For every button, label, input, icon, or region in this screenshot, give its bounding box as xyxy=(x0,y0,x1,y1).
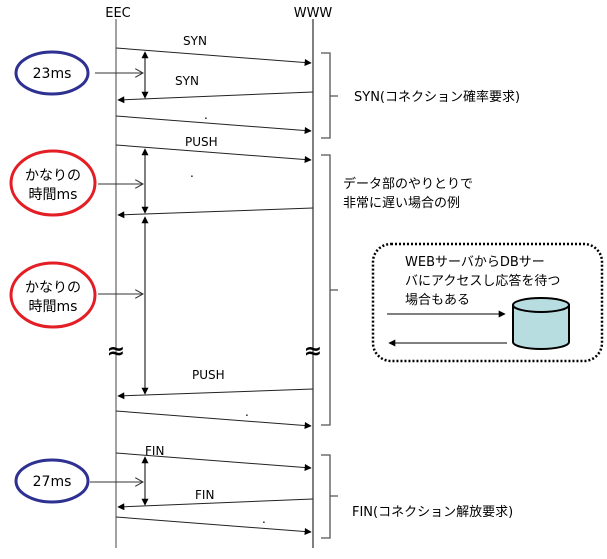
lifeline-label-www: WWW xyxy=(294,6,333,21)
callout-text: 23ms xyxy=(33,66,72,82)
db-note: WEBサーバからDBサー バにアクセスし応答を待つ 場合もある xyxy=(371,242,604,363)
database-icon xyxy=(512,297,570,350)
brace-label: SYN(コネクション確率要求) xyxy=(354,89,520,105)
brace-shape xyxy=(321,454,338,539)
callout-text: 時間ms xyxy=(29,187,78,203)
message-label: FIN xyxy=(145,444,164,458)
brace-fin: FIN(コネクション解放要求) xyxy=(321,454,513,539)
message-arrow xyxy=(117,388,314,400)
break-symbol-www: ≈ xyxy=(304,339,322,364)
messages: SYN SYN . PUSH . PUSH . FIN FIN . xyxy=(115,34,314,536)
message-arrow xyxy=(115,516,312,536)
callout-oval xyxy=(14,50,90,96)
brace-syn: SYN(コネクション確率要求) xyxy=(321,52,520,139)
callout-oval xyxy=(14,458,90,504)
brace-shape xyxy=(321,52,338,139)
message-label: . xyxy=(262,512,266,526)
message-label: . xyxy=(190,166,194,180)
message-arrow xyxy=(115,144,312,164)
message-arrow xyxy=(117,498,314,511)
callout-text: 27ms xyxy=(33,474,72,490)
message-label: . xyxy=(245,405,249,419)
message-label: SYN xyxy=(175,74,199,88)
message-label: FIN xyxy=(195,488,214,502)
message-label: PUSH xyxy=(185,135,218,149)
brace-label: データ部のやりとりで xyxy=(343,176,473,192)
message-label: PUSH xyxy=(192,368,225,382)
db-note-box xyxy=(371,242,604,363)
db-note-text: WEBサーバからDBサー xyxy=(405,255,545,270)
brace-label: 非常に遅い場合の例 xyxy=(343,196,460,211)
db-note-text: バにアクセスし応答を待つ xyxy=(405,273,560,289)
callout-text: かなりの xyxy=(25,168,81,184)
brace-shape xyxy=(321,154,338,426)
brace-data: データ部のやりとりで 非常に遅い場合の例 xyxy=(321,154,473,426)
callout-oval xyxy=(9,261,97,329)
message-arrow xyxy=(115,452,312,472)
break-symbol-eec: ≈ xyxy=(107,339,125,364)
message-label: . xyxy=(204,108,208,122)
callout-text: かなりの xyxy=(25,280,81,296)
callout-oval xyxy=(9,149,97,217)
timing-callout: かなりの 時間ms xyxy=(9,149,143,217)
message-arrow xyxy=(115,47,312,67)
timing-callout: 27ms xyxy=(14,458,143,504)
message-arrow xyxy=(115,115,312,135)
lifeline-label-eec: EEC xyxy=(105,6,131,21)
callout-text: 時間ms xyxy=(29,299,78,315)
message-arrow xyxy=(117,91,314,104)
brace-label: FIN(コネクション解放要求) xyxy=(352,505,513,520)
timing-callout: 23ms xyxy=(14,50,143,96)
timing-callout: かなりの 時間ms xyxy=(9,261,143,329)
message-arrow xyxy=(117,207,314,219)
message-label: SYN xyxy=(183,34,207,48)
message-arrow xyxy=(115,410,312,430)
db-note-text: 場合もある xyxy=(405,293,470,308)
